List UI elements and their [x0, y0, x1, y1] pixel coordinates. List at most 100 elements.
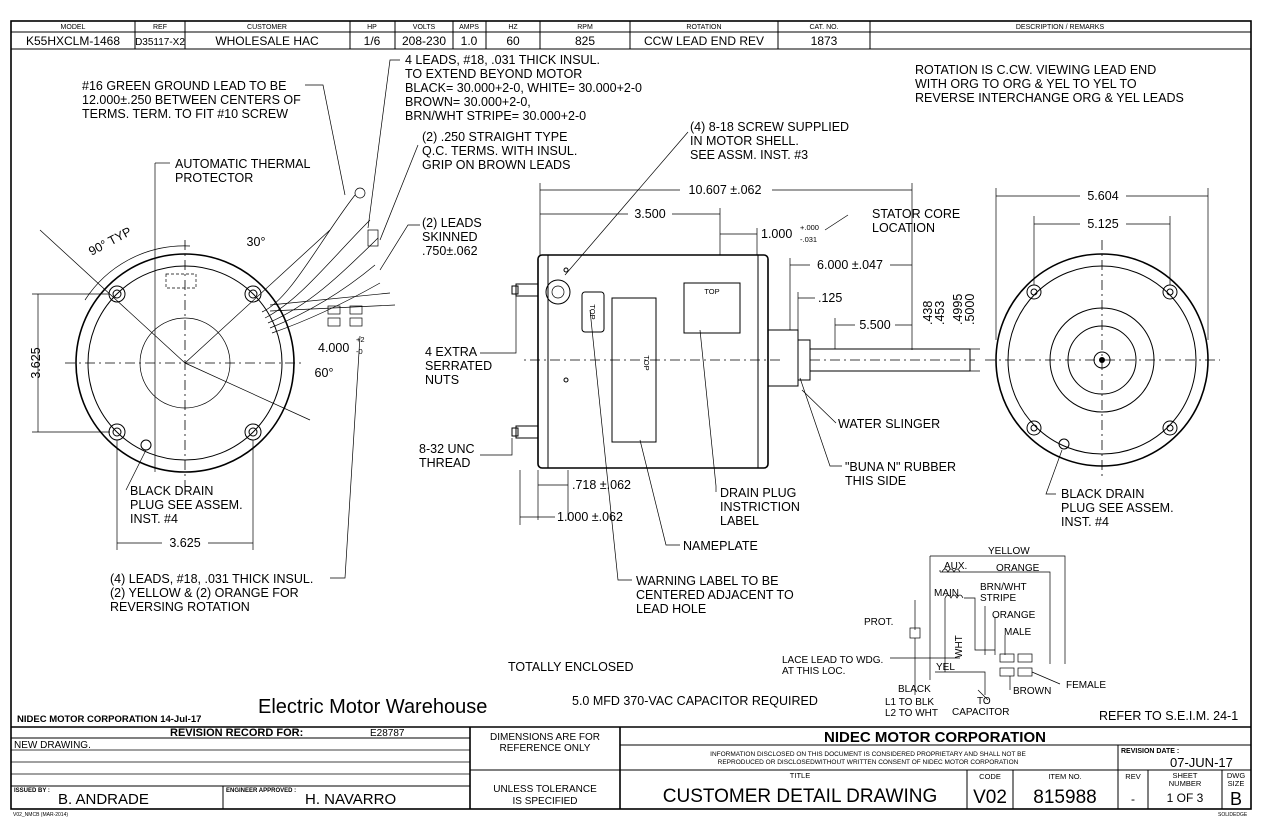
svg-text:GRIP ON BROWN LEADS: GRIP ON BROWN LEADS	[422, 158, 570, 172]
nidec-date-stamp: NIDEC MOTOR CORPORATION 14-Jul-17	[17, 714, 201, 725]
rotation-note: ROTATION IS C.CW. VIEWING LEAD END WITH …	[915, 63, 1184, 105]
code-value: V02	[973, 787, 1007, 808]
left-leaders	[125, 59, 420, 579]
dwg-label-1: DWG	[1227, 771, 1245, 780]
svg-text:YEL: YEL	[936, 662, 955, 673]
svg-text:MALE: MALE	[1004, 627, 1032, 638]
svg-text:TERMS. TERM. TO FIT #10 SCREW: TERMS. TERM. TO FIT #10 SCREW	[82, 107, 288, 121]
dim-5500: 5.500	[859, 318, 890, 332]
svg-text:MAIN: MAIN	[934, 588, 959, 599]
dim-4995: .4995	[951, 294, 965, 325]
svg-text:AUX.: AUX.	[944, 561, 967, 572]
svg-text:REVERSING ROTATION: REVERSING ROTATION	[110, 600, 250, 614]
dim-4000-tol-top: +2	[356, 335, 365, 344]
dim-125: .125	[818, 291, 842, 305]
item-value: 815988	[1033, 787, 1096, 808]
angle-60: 60°	[315, 366, 334, 380]
water-slinger-note: WATER SLINGER	[838, 417, 940, 431]
dim-1000-tol-top: +.000	[800, 223, 819, 232]
dim-453: .453	[933, 301, 947, 325]
svg-text:#16 GREEN GROUND LEAD TO BE: #16 GREEN GROUND LEAD TO BE	[82, 79, 286, 93]
warning-note: WARNING LABEL TO BE CENTERED ADJACENT TO…	[636, 574, 794, 616]
dim-1000-062: 1.000 ±.062	[557, 510, 623, 524]
svg-text:ROTATION IS C.CW. VIEWING LEAD: ROTATION IS C.CW. VIEWING LEAD END	[915, 63, 1156, 77]
top-label-small: TOP	[588, 304, 597, 319]
code-label: CODE	[979, 772, 1001, 781]
four-leads-note: 4 LEADS, #18, .031 THICK INSUL. TO EXTEN…	[405, 53, 642, 123]
refer-note: REFER TO S.E.I.M. 24-1	[1099, 709, 1238, 723]
svg-text:TO EXTEND BEYOND MOTOR: TO EXTEND BEYOND MOTOR	[405, 67, 582, 81]
svg-text:12.000±.250 BETWEEN CENTERS OF: 12.000±.250 BETWEEN CENTERS OF	[82, 93, 301, 107]
dims-ref-line2: REFERENCE ONLY	[500, 743, 591, 754]
info-line2: REPRODUCED OR DISCLOSEDWITHOUT WRITTEN C…	[718, 759, 1019, 766]
side-view: TOP TOP TOP	[511, 254, 975, 469]
revision-number: E28787	[370, 728, 405, 739]
dim-718: .718 ±.062	[572, 478, 631, 492]
warehouse-watermark: Electric Motor Warehouse	[258, 696, 487, 718]
company-name: NIDEC MOTOR CORPORATION	[824, 729, 1046, 746]
rotation-header: ROTATION	[686, 24, 721, 31]
thermal-protector-note: AUTOMATIC THERMAL PROTECTOR	[175, 157, 310, 185]
issued-label: ISSUED BY :	[14, 788, 50, 794]
rotation-value: CCW LEAD END REV	[644, 34, 764, 48]
svg-text:WARNING LABEL TO BE: WARNING LABEL TO BE	[636, 574, 778, 588]
issued-by: B. ANDRADE	[58, 791, 149, 808]
rpm-header: RPM	[577, 24, 593, 31]
hp-header: HP	[367, 24, 377, 31]
svg-text:SERRATED: SERRATED	[425, 359, 492, 373]
dim-438: .438	[921, 301, 935, 325]
amps-header: AMPS	[459, 24, 479, 31]
svg-text:L2 TO WHT: L2 TO WHT	[885, 708, 938, 719]
svg-text:IN MOTOR SHELL.: IN MOTOR SHELL.	[690, 134, 799, 148]
customer-value: WHOLESALE HAC	[215, 34, 319, 48]
svg-text:PROT.: PROT.	[864, 617, 893, 628]
drain-label-top: TOP	[704, 287, 719, 296]
rpm-value: 825	[575, 34, 595, 48]
cat-no-value: 1873	[811, 34, 838, 48]
revision-date: 07-JUN-17	[1170, 755, 1233, 770]
four-leads-yellow-note: (4) LEADS, #18, .031 THICK INSUL. (2) YE…	[110, 572, 313, 614]
svg-text:BROWN= 30.000+2-0,: BROWN= 30.000+2-0,	[405, 95, 531, 109]
svg-text:INST. #4: INST. #4	[130, 512, 178, 526]
dim-5125: 5.125	[1087, 217, 1118, 231]
svg-text:LACE LEAD TO WDG.: LACE LEAD TO WDG.	[782, 655, 883, 666]
dim-6000: 6.000 ±.047	[817, 258, 883, 272]
title-block: REVISION RECORD FOR: E28787 NEW DRAWING.…	[11, 726, 1251, 818]
form-number: V02_NMCB (MAR-2014)	[13, 812, 68, 818]
svg-text:FEMALE: FEMALE	[1066, 680, 1106, 691]
wiring-diagram: YELLOW AUX. ORANGE MAIN BRN/WHT STRIPE O…	[782, 546, 1106, 719]
svg-text:BLACK DRAIN: BLACK DRAIN	[130, 484, 213, 498]
svg-text:ORANGE: ORANGE	[996, 563, 1040, 574]
description-header: DESCRIPTION / REMARKS	[1016, 24, 1105, 31]
dim-1000-tol-bot: -.031	[800, 235, 817, 244]
sheet-value: 1 OF 3	[1167, 791, 1204, 805]
svg-text:CENTERED ADJACENT TO: CENTERED ADJACENT TO	[636, 588, 794, 602]
volts-value: 208-230	[402, 34, 446, 48]
unless-line1: UNLESS TOLERANCE	[493, 784, 597, 795]
svg-text:WHT: WHT	[954, 635, 965, 658]
svg-text:STRIPE: STRIPE	[980, 593, 1016, 604]
svg-text:4 EXTRA: 4 EXTRA	[425, 345, 478, 359]
sheet-label-1: SHEET	[1172, 771, 1197, 780]
lead-end-view: 3.625 3.625 90° TYP 30° 60° 4.000 +2 -0	[29, 187, 396, 550]
black-drain-left-note: BLACK DRAIN PLUG SEE ASSEM. INST. #4	[130, 484, 243, 526]
svg-text:THIS SIDE: THIS SIDE	[845, 474, 906, 488]
svg-text:THREAD: THREAD	[419, 456, 470, 470]
svg-text:LABEL: LABEL	[720, 514, 759, 528]
svg-text:SKINNED: SKINNED	[422, 230, 478, 244]
svg-text:AT THIS LOC.: AT THIS LOC.	[782, 666, 845, 677]
leads-skinned-note: (2) LEADS SKINNED .750±.062	[422, 216, 482, 258]
angle-90-typ: 90° TYP	[86, 224, 134, 258]
nameplate-note: NAMEPLATE	[683, 539, 758, 553]
hz-value: 60	[506, 34, 520, 48]
black-drain-right-note: BLACK DRAIN PLUG SEE ASSEM. INST. #4	[1061, 487, 1174, 529]
stator-note: STATOR CORE LOCATION	[872, 207, 960, 235]
svg-text:4 LEADS, #18, .031 THICK INSUL: 4 LEADS, #18, .031 THICK INSUL.	[405, 53, 600, 67]
ref-value: D35117-X2	[135, 37, 185, 48]
svg-text:AUTOMATIC THERMAL: AUTOMATIC THERMAL	[175, 157, 310, 171]
svg-text:(2) LEADS: (2) LEADS	[422, 216, 482, 230]
dim-5000: .5000	[963, 294, 977, 325]
revision-record-label: REVISION RECORD FOR:	[170, 727, 303, 739]
rev-label: REV	[1125, 772, 1140, 781]
